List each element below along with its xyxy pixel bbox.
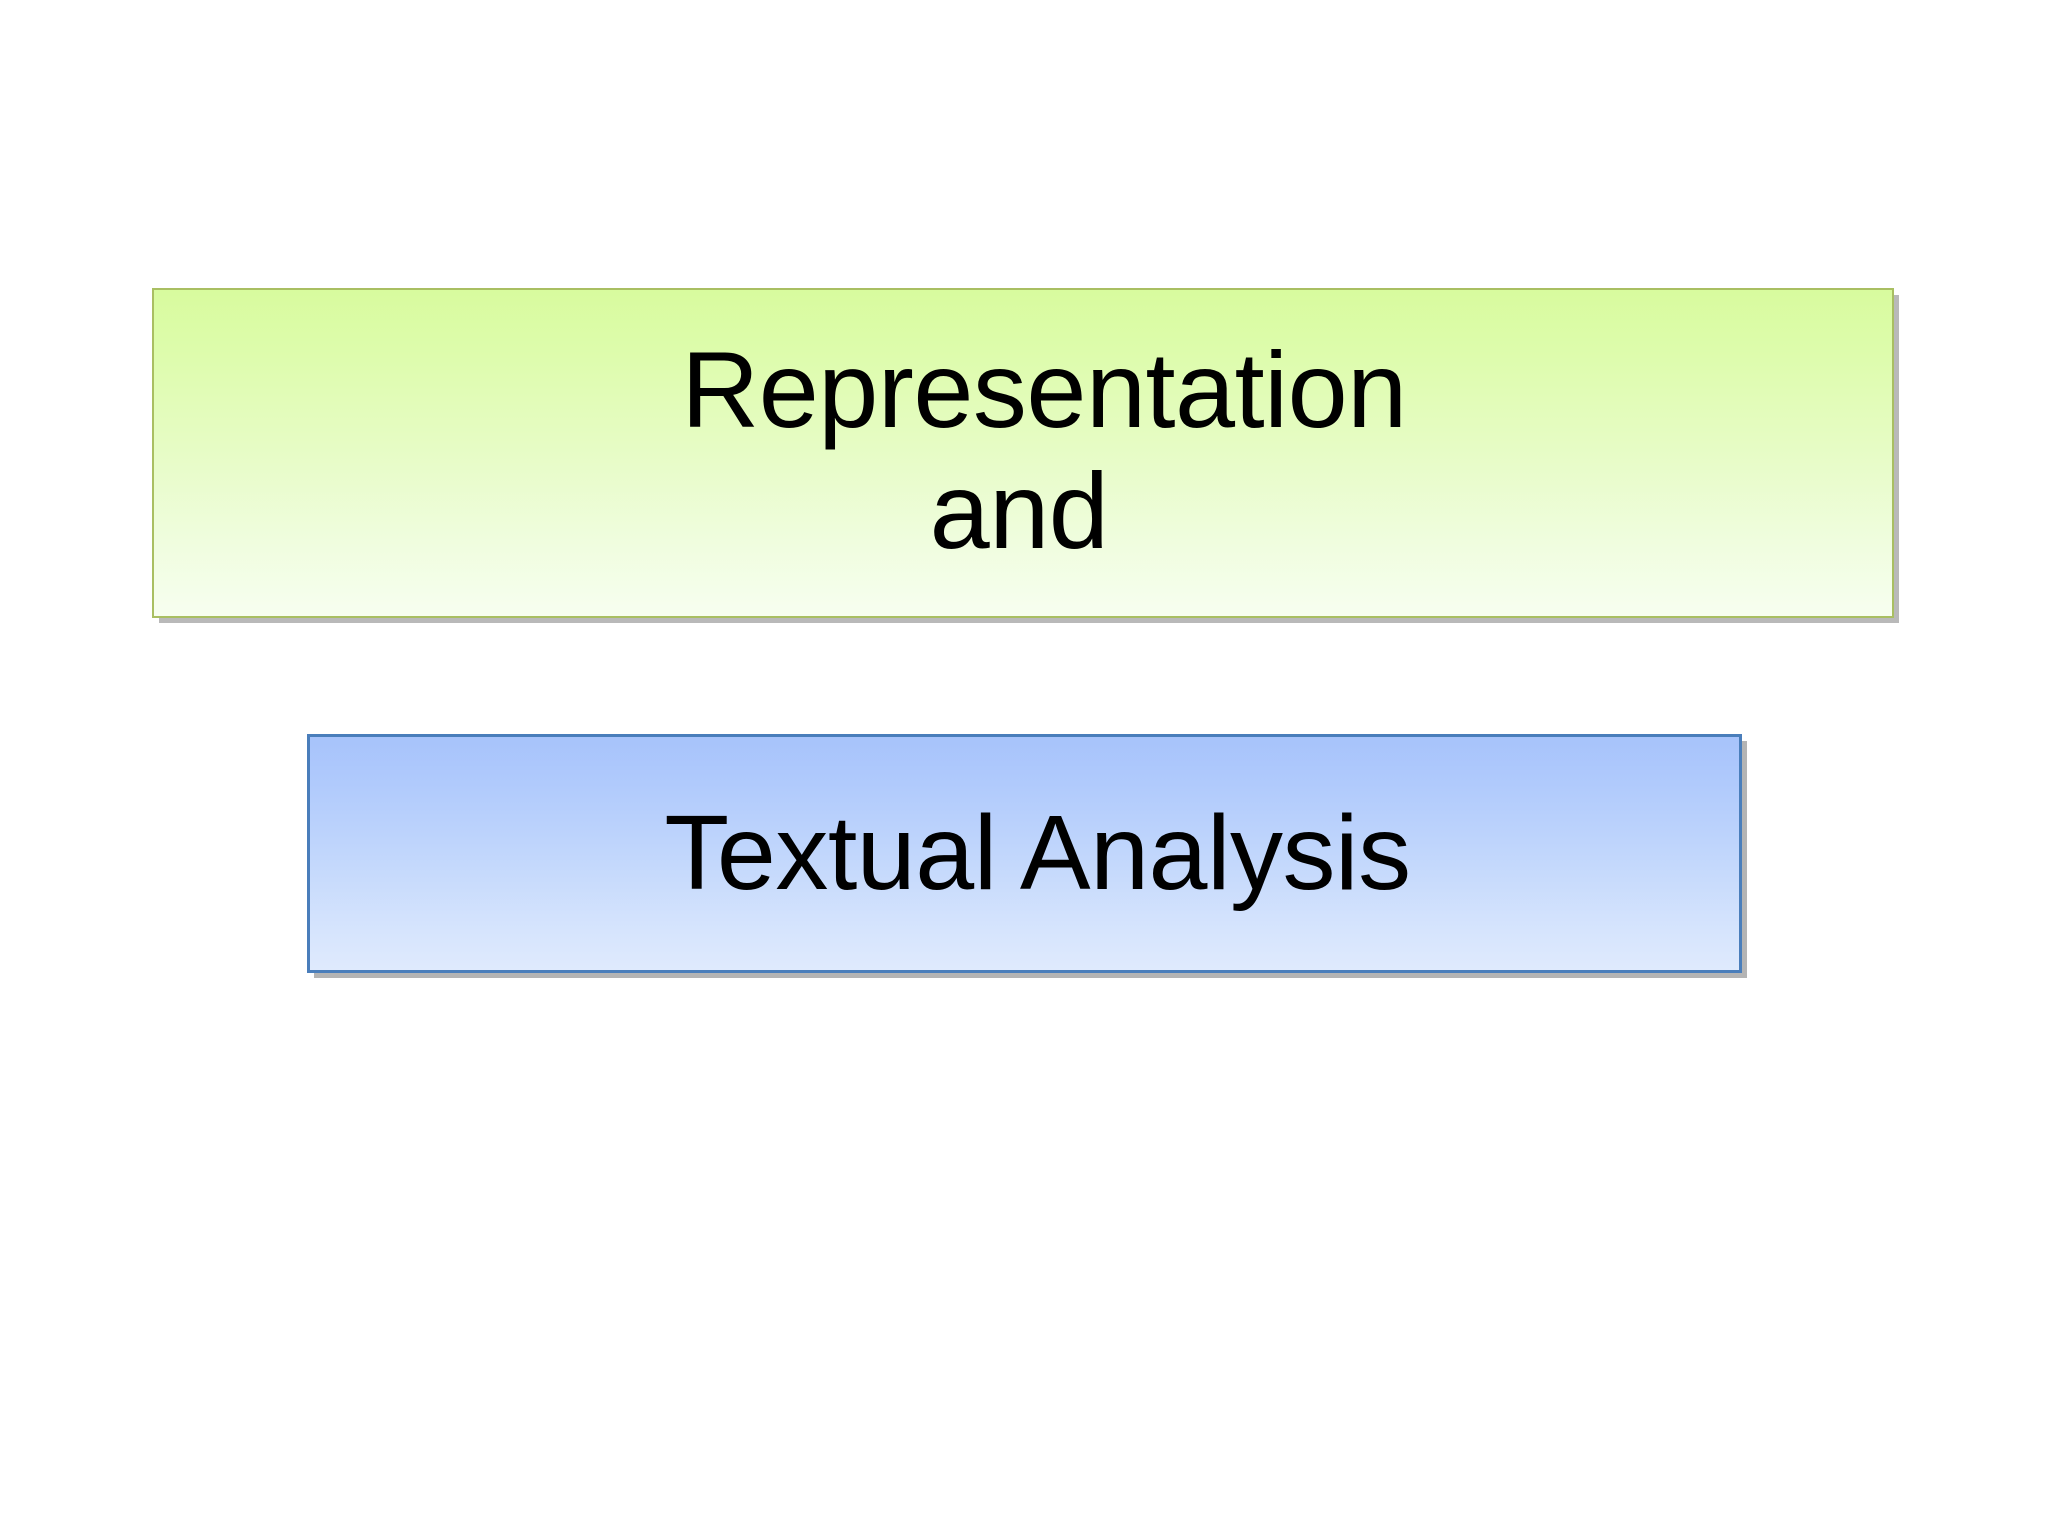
- subtitle-line-textual-analysis: Textual Analysis: [664, 793, 1411, 912]
- subtitle-callout-box[interactable]: Textual Analysis: [307, 734, 1742, 973]
- title-line-representation: Representation: [681, 328, 1407, 450]
- title-line-and: and: [929, 450, 1109, 571]
- title-callout-box[interactable]: Representation and: [152, 288, 1894, 618]
